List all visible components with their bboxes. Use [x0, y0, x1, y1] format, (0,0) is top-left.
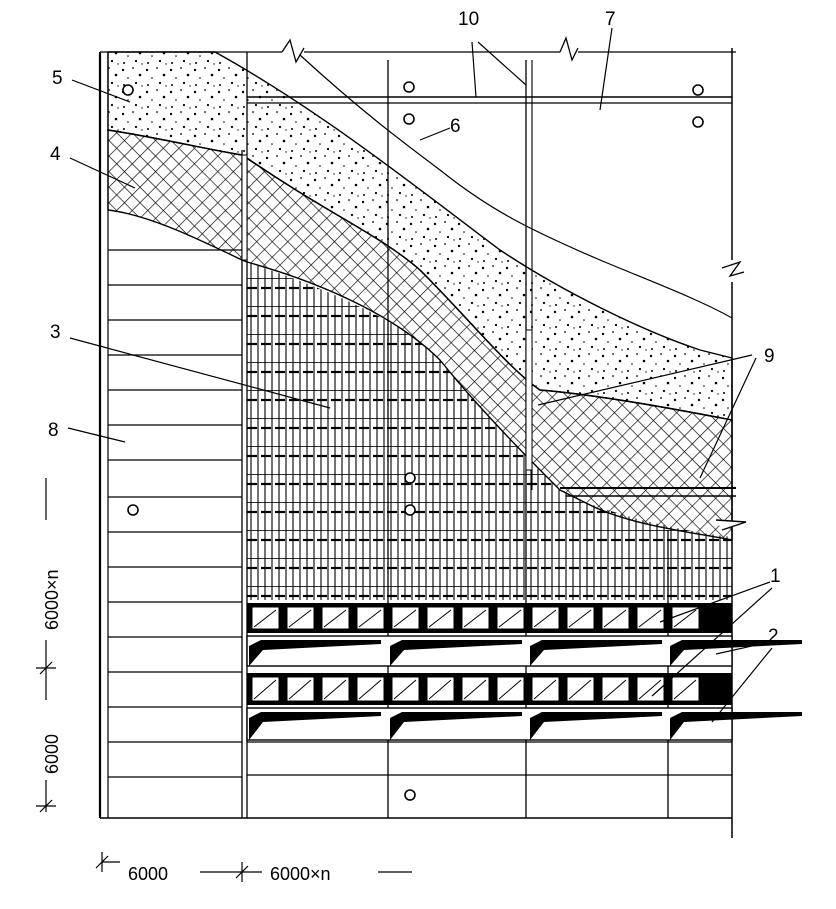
bottom-dimension: [95, 852, 412, 882]
hollow-block-cell: [531, 676, 560, 702]
anchor-circle: [122, 84, 134, 96]
callout-7: 7: [605, 9, 616, 30]
beam-wedge: [530, 640, 662, 666]
hollow-block-cell: [566, 606, 595, 630]
leader-lines: [67, 27, 773, 723]
hollow-cells-row-2: [251, 676, 700, 702]
hollow-block-cell: [321, 676, 350, 702]
beam-wedge: [390, 712, 522, 740]
hollow-block-cell: [496, 676, 525, 702]
dimension-side-lower: 6000: [42, 734, 62, 774]
callout-8: 8: [48, 420, 59, 441]
side-dimension: [36, 478, 56, 813]
callout-3: 3: [50, 322, 61, 343]
anchor-circles: [122, 81, 704, 801]
callout-4: 4: [50, 144, 61, 165]
hollow-block-cell: [461, 606, 490, 630]
hollow-block-cell: [251, 606, 280, 630]
lower-courses: [247, 741, 732, 776]
left-strip-courses: [108, 249, 242, 778]
hollow-block-cell: [286, 606, 315, 630]
anchor-circle: [404, 472, 416, 484]
hollow-block-cell: [356, 606, 385, 630]
top-panel-layer: [299, 54, 733, 319]
callout-6: 6: [450, 116, 461, 137]
callout-10: 10: [458, 9, 479, 30]
callout-5: 5: [52, 68, 63, 89]
hollow-block-cell: [671, 606, 700, 630]
anchor-circle: [404, 789, 416, 801]
anchor-circle: [127, 504, 139, 516]
beam-wedge: [390, 640, 522, 666]
beam-wedge: [249, 640, 381, 666]
hollow-block-cell: [461, 676, 490, 702]
hollow-block-cell: [391, 676, 420, 702]
hollow-block-cell: [426, 606, 455, 630]
beam-wedges-row-1: [249, 640, 802, 666]
anchor-circle: [403, 113, 415, 125]
dimension-side-upper: 6000×n: [42, 569, 62, 630]
dimension-bottom-left: 6000: [128, 864, 168, 884]
hollow-block-cell: [566, 676, 595, 702]
hollow-block-cell: [636, 676, 665, 702]
hollow-block-cell: [601, 606, 630, 630]
callout-1: 1: [770, 566, 781, 587]
callout-2: 2: [768, 626, 779, 647]
dimension-bottom-right: 6000×n: [270, 864, 331, 884]
beam-wedge: [670, 712, 802, 740]
hollow-block-cell: [531, 606, 560, 630]
hollow-block-cell: [426, 676, 455, 702]
beam-wedge: [670, 640, 802, 666]
hollow-block-cell: [496, 606, 525, 630]
hollow-block-cell: [636, 606, 665, 630]
hollow-block-cell: [601, 676, 630, 702]
callout-9: 9: [764, 346, 775, 367]
hollow-block-cell: [391, 606, 420, 630]
crosshatch-layer: [107, 129, 747, 541]
anchor-circle: [692, 84, 704, 96]
callout-labels: 1 2 3 4 5 6 7 8 9 10: [48, 9, 781, 647]
beam-wedge: [530, 712, 662, 740]
anchor-circle: [404, 504, 416, 516]
anchor-circle: [403, 81, 415, 93]
hollow-block-cell: [356, 676, 385, 702]
anchor-circle: [692, 116, 704, 128]
hollow-cells-row-1: [251, 606, 700, 630]
hollow-block-cell: [286, 676, 315, 702]
hollow-block-cell: [671, 676, 700, 702]
hollow-block-cell: [251, 676, 280, 702]
beam-wedge: [249, 712, 381, 740]
hollow-block-cell: [321, 606, 350, 630]
beam-wedges-row-2: [249, 712, 802, 740]
